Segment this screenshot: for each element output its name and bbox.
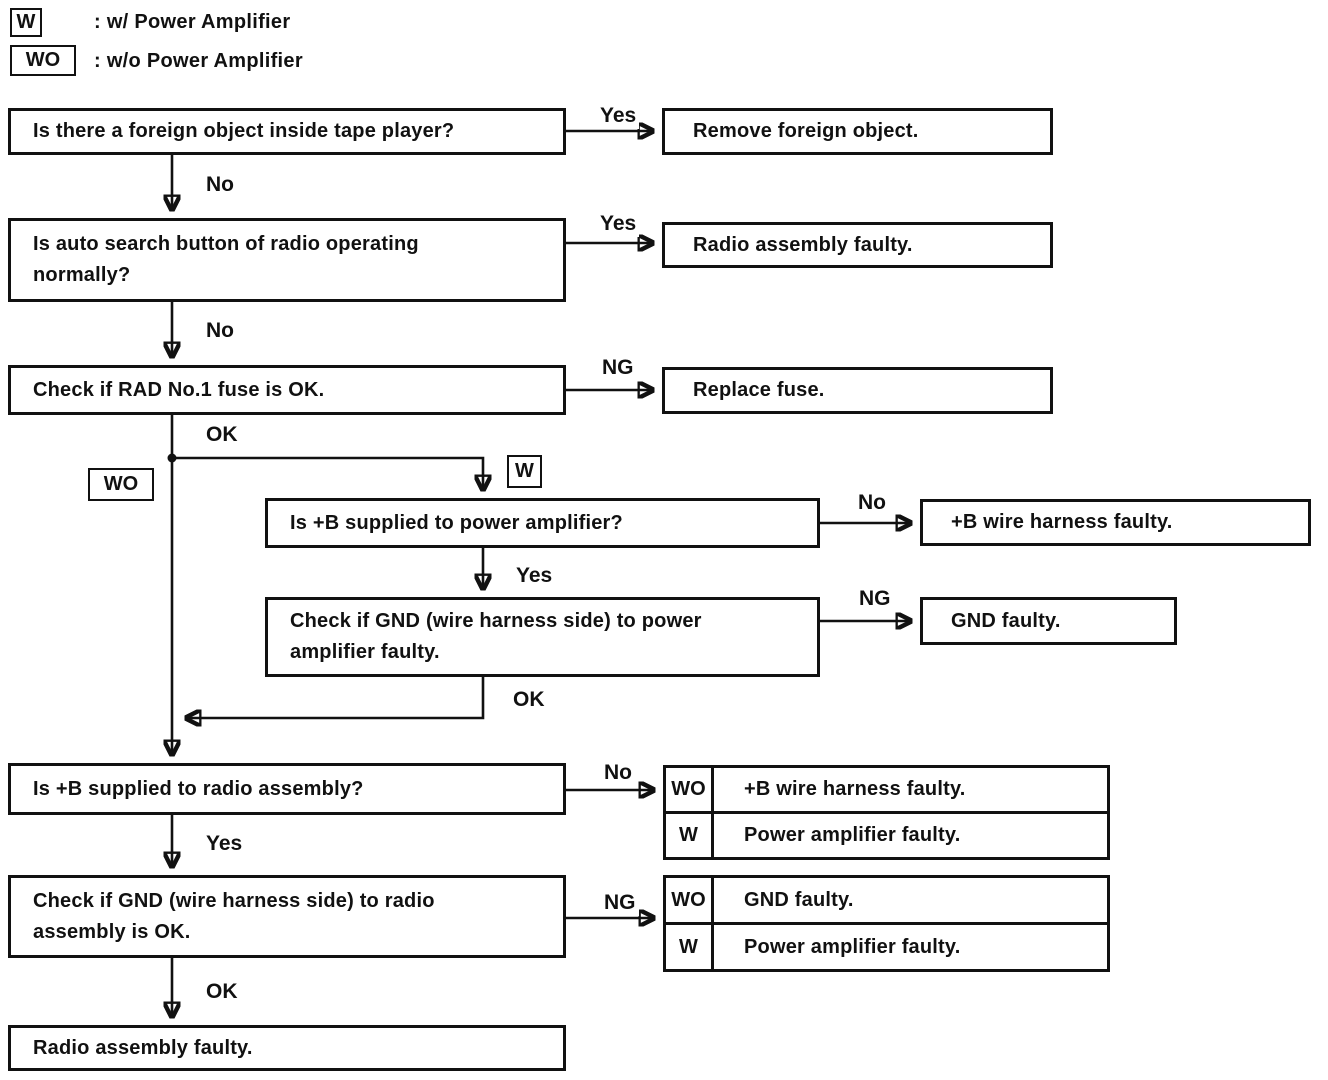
legend-w-text: : w/ Power Amplifier (94, 11, 291, 33)
box-rad-fuse-text: Check if RAD No.1 fuse is OK. (33, 378, 325, 401)
table-gnd-radio-ng: WO GND faulty. W Power amplifier faulty. (663, 875, 1110, 972)
box-b-power-amp: Is +B supplied to power amplifier? (265, 498, 820, 548)
table-row: WO +B wire harness faulty. (666, 768, 1107, 814)
label-ok5: OK (510, 687, 548, 713)
label-yes1: Yes (597, 103, 640, 129)
label-yes6: Yes (203, 831, 246, 857)
box-replace-fuse-text: Replace fuse. (693, 379, 825, 401)
box-radio-assembly-final-text: Radio assembly faulty. (33, 1036, 253, 1059)
label-ng7: NG (601, 890, 639, 916)
box-radio-assembly-faulty: Radio assembly faulty. (662, 222, 1053, 268)
table-row: W Power amplifier faulty. (666, 925, 1107, 969)
table-b-radio-no: WO +B wire harness faulty. W Power ampli… (663, 765, 1110, 860)
box-gnd-power-amp: Check if GND (wire harness side) to powe… (265, 597, 820, 677)
box-gnd-faulty-text: GND faulty. (951, 609, 1061, 632)
box-gnd-faulty: GND faulty. (920, 597, 1177, 645)
box-foreign-object-text: Is there a foreign object inside tape pl… (33, 120, 455, 142)
label-no6: No (601, 760, 635, 786)
legend-wo-text: : w/o Power Amplifier (94, 50, 303, 72)
table-row-tag: WO (666, 768, 714, 811)
label-no1: No (203, 172, 237, 198)
box-b-radio-text: Is +B supplied to radio assembly? (33, 777, 364, 800)
label-no4: No (855, 490, 889, 516)
box-gnd-radio-text: Check if GND (wire harness side) to radi… (33, 889, 435, 943)
edge-w-branch (172, 456, 483, 489)
box-remove-foreign: Remove foreign object. (662, 108, 1053, 155)
box-b-radio: Is +B supplied to radio assembly? (8, 763, 566, 815)
box-auto-search: Is auto search button of radio operating… (8, 218, 566, 302)
legend-w-symbol: W (10, 8, 42, 37)
box-b-wire-harness-text: +B wire harness faulty. (951, 511, 1173, 533)
box-remove-foreign-text: Remove foreign object. (693, 120, 919, 142)
table-row-text: GND faulty. (744, 888, 854, 911)
junction-dot (167, 453, 177, 463)
label-ok7: OK (203, 979, 241, 1005)
label-yes4: Yes (513, 563, 556, 589)
branch-wo-symbol: WO (88, 468, 154, 501)
box-radio-assembly-final: Radio assembly faulty. (8, 1025, 566, 1071)
box-rad-fuse: Check if RAD No.1 fuse is OK. (8, 365, 566, 415)
table-row-text: +B wire harness faulty. (744, 778, 966, 800)
label-ng3: NG (599, 355, 637, 381)
box-auto-search-text: Is auto search button of radio operating… (33, 233, 419, 286)
label-no2: No (203, 318, 237, 344)
legend-wo-symbol: WO (10, 45, 76, 76)
label-ng5: NG (856, 586, 894, 612)
table-row: W Power amplifier faulty. (666, 814, 1107, 857)
table-row-tag: WO (666, 878, 714, 922)
box-replace-fuse: Replace fuse. (662, 367, 1053, 414)
box-foreign-object: Is there a foreign object inside tape pl… (8, 108, 566, 155)
table-row-tag: W (666, 814, 714, 857)
box-gnd-radio: Check if GND (wire harness side) to radi… (8, 875, 566, 958)
table-row-tag: W (666, 925, 714, 969)
table-row: WO GND faulty. (666, 878, 1107, 925)
label-yes2: Yes (597, 211, 640, 237)
box-radio-assembly-faulty-text: Radio assembly faulty. (693, 233, 913, 256)
box-b-power-amp-text: Is +B supplied to power amplifier? (290, 511, 623, 534)
branch-w-symbol: W (507, 455, 542, 488)
box-gnd-power-amp-text: Check if GND (wire harness side) to powe… (290, 610, 702, 663)
edge-ok5-return (187, 677, 485, 718)
box-b-wire-harness: +B wire harness faulty. (920, 499, 1311, 546)
label-ok3: OK (203, 422, 241, 448)
table-row-text: Power amplifier faulty. (744, 935, 961, 958)
table-row-text: Power amplifier faulty. (744, 824, 961, 846)
